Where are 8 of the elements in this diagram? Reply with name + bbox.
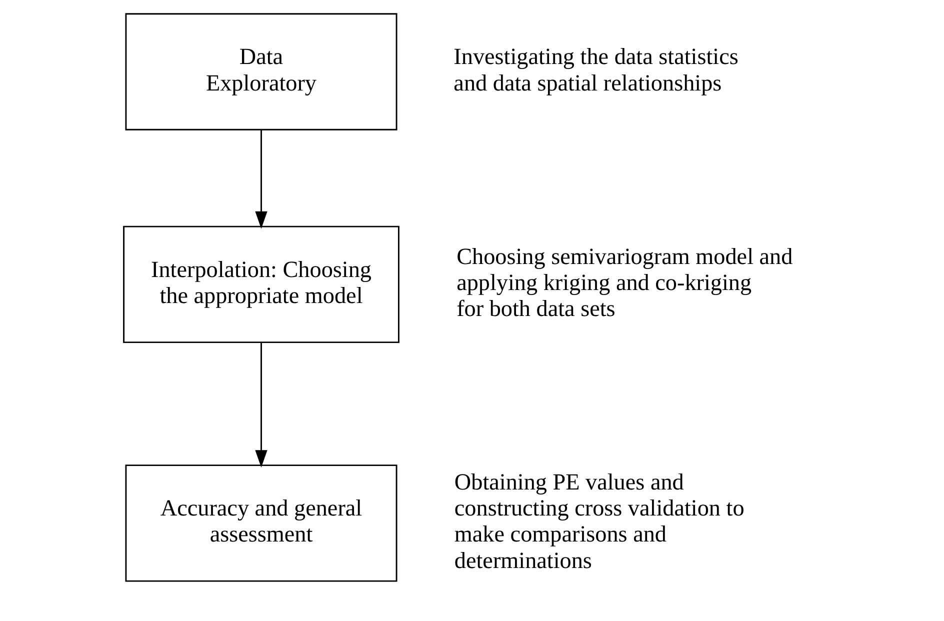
- arrow: [254, 130, 267, 229]
- node-box: Accuracy and general assessment: [124, 464, 397, 582]
- arrow: [254, 342, 267, 468]
- node-label: Obtaining PE values and constructing cross validation to make comparisons and determinations: [454, 470, 744, 574]
- node-box: Interpolation: Choosing the appropriate model: [122, 226, 399, 344]
- node-label: Choosing semivariogram model and applying kriging and co-kriging for both data sets: [456, 244, 792, 322]
- node-label: Investigating the data statistics and data spatial relationships: [453, 44, 738, 96]
- node-box: Data Exploratory: [124, 13, 397, 130]
